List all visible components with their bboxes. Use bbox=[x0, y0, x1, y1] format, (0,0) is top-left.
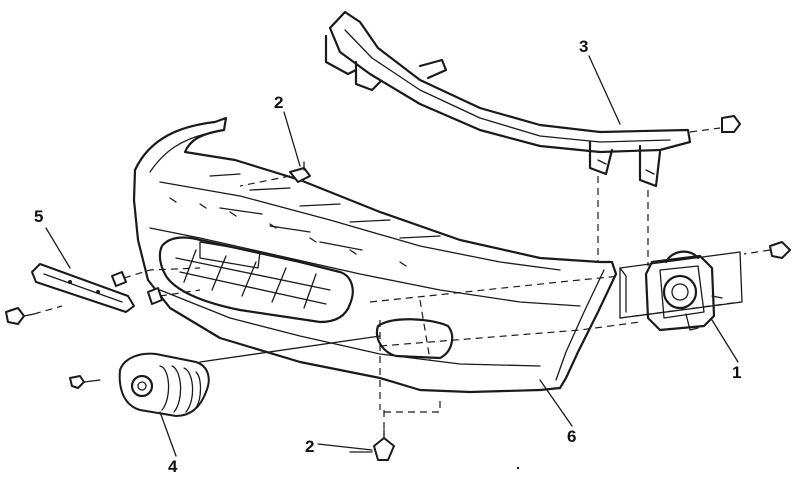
fog-lamp-opening bbox=[375, 318, 454, 360]
callout-fog-lamp: 1 bbox=[732, 363, 741, 382]
bolt-left bbox=[5, 305, 63, 325]
grille-opening bbox=[158, 236, 354, 324]
fog-lamp bbox=[644, 250, 723, 332]
leader-lines bbox=[45, 55, 739, 457]
bumper-cover bbox=[132, 116, 618, 394]
bolt-right bbox=[743, 241, 791, 259]
callout-push-pin-upper: 2 bbox=[274, 93, 283, 112]
molding-clips bbox=[111, 267, 201, 305]
callout-fog-lamp-bezel: 4 bbox=[168, 457, 178, 476]
callout-reinforcement: 3 bbox=[579, 37, 588, 56]
callout-push-pin-lower: 2 bbox=[305, 437, 314, 456]
side-molding bbox=[31, 263, 135, 313]
bolt-upper-right bbox=[689, 115, 741, 133]
callout-bumper-cover: 6 bbox=[567, 427, 576, 446]
callout-side-molding: 5 bbox=[34, 207, 43, 226]
push-pin-lower bbox=[349, 429, 395, 461]
reinforcement-beam bbox=[324, 10, 692, 188]
fog-lamp-bezel bbox=[118, 352, 210, 417]
bolt-bezel bbox=[69, 375, 101, 389]
assembly-guides bbox=[369, 176, 741, 432]
push-pin-upper bbox=[239, 161, 311, 187]
stray-dot bbox=[516, 466, 520, 470]
fog-lamp-bracket bbox=[619, 251, 743, 319]
